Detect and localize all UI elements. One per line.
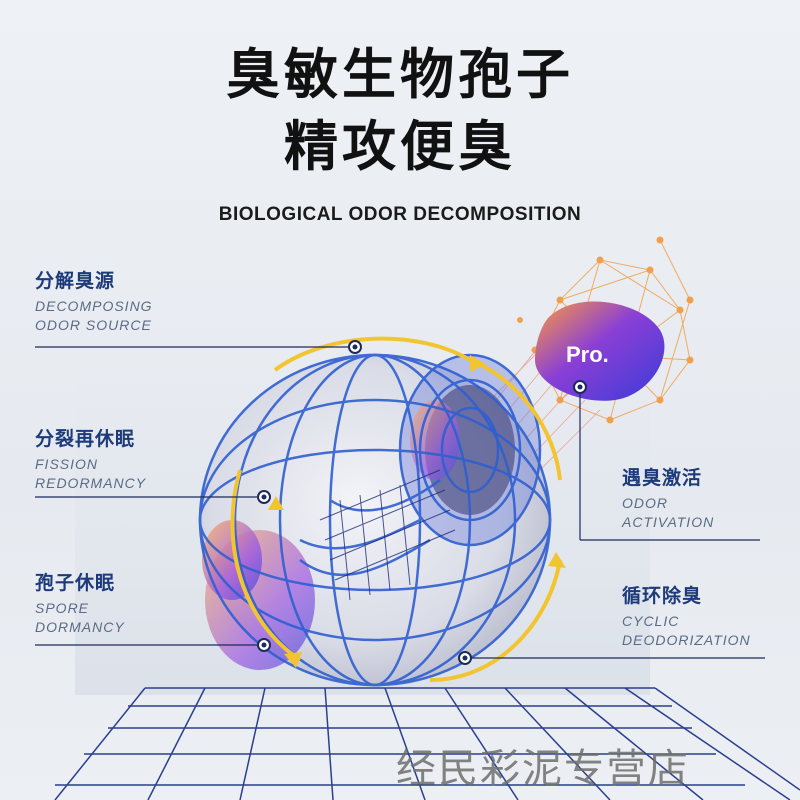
label-fission-redormancy: 分裂再休眠 FISSION REDORMANCY [35,428,195,493]
callout-lines [35,346,765,659]
label-decompose-en2: ODOR SOURCE [35,316,152,333]
spore-body [200,355,550,685]
cycle-arrows [268,355,566,668]
label-fission-en: FISSION REDORMANCY [35,455,195,493]
label-decompose-en1: DECOMPOSING [35,297,153,314]
label-fission-en2: REDORMANCY [35,474,147,491]
label-activation-en: ODOR ACTIVATION [622,494,782,532]
label-spore-en: SPORE DORMANCY [35,599,195,637]
label-spore-zh: 孢子休眠 [35,572,116,594]
subtitle: BIOLOGICAL ODOR DECOMPOSITION [218,204,582,225]
label-activation-zh: 遇臭激活 [622,467,703,489]
callout-markers [257,340,587,665]
label-spore-en2: DORMANCY [35,618,125,635]
label-decomposing-odor-source: 分解臭源 DECOMPOSING ODOR SOURCE [35,270,195,335]
title-line-2: 精攻便臭 [284,115,516,178]
title-line-1: 臭敏生物孢子 [226,43,574,106]
wireframe-lattice-thin [319,469,456,601]
store-watermark: 经民彩泥专营店 [396,746,690,792]
wireframe-lattice [198,353,552,687]
label-activation-en2: ACTIVATION [622,513,715,530]
label-cyclic-en2: DEODORIZATION [622,631,751,648]
label-cyclic-en: CYCLIC DEODORIZATION [622,612,782,650]
label-cyclic-zh: 循环除臭 [622,585,703,607]
label-activation-en1: ODOR [622,494,668,511]
label-decompose-en: DECOMPOSING ODOR SOURCE [35,297,195,335]
pro-badge-text: Pro. [566,342,609,367]
label-fission-en1: FISSION [35,455,99,472]
label-decompose-zh: 分解臭源 [35,270,116,292]
floor-grid [54,687,800,800]
label-odor-activation: 遇臭激活 ODOR ACTIVATION [622,467,782,532]
label-fission-zh: 分裂再休眠 [35,428,136,450]
pro-capsule [535,301,665,401]
label-cyclic-deodorization: 循环除臭 CYCLIC DEODORIZATION [622,585,782,650]
label-spore-dormancy: 孢子休眠 SPORE DORMANCY [35,572,195,637]
label-cyclic-en1: CYCLIC [622,612,680,629]
label-spore-en1: SPORE [35,599,90,616]
